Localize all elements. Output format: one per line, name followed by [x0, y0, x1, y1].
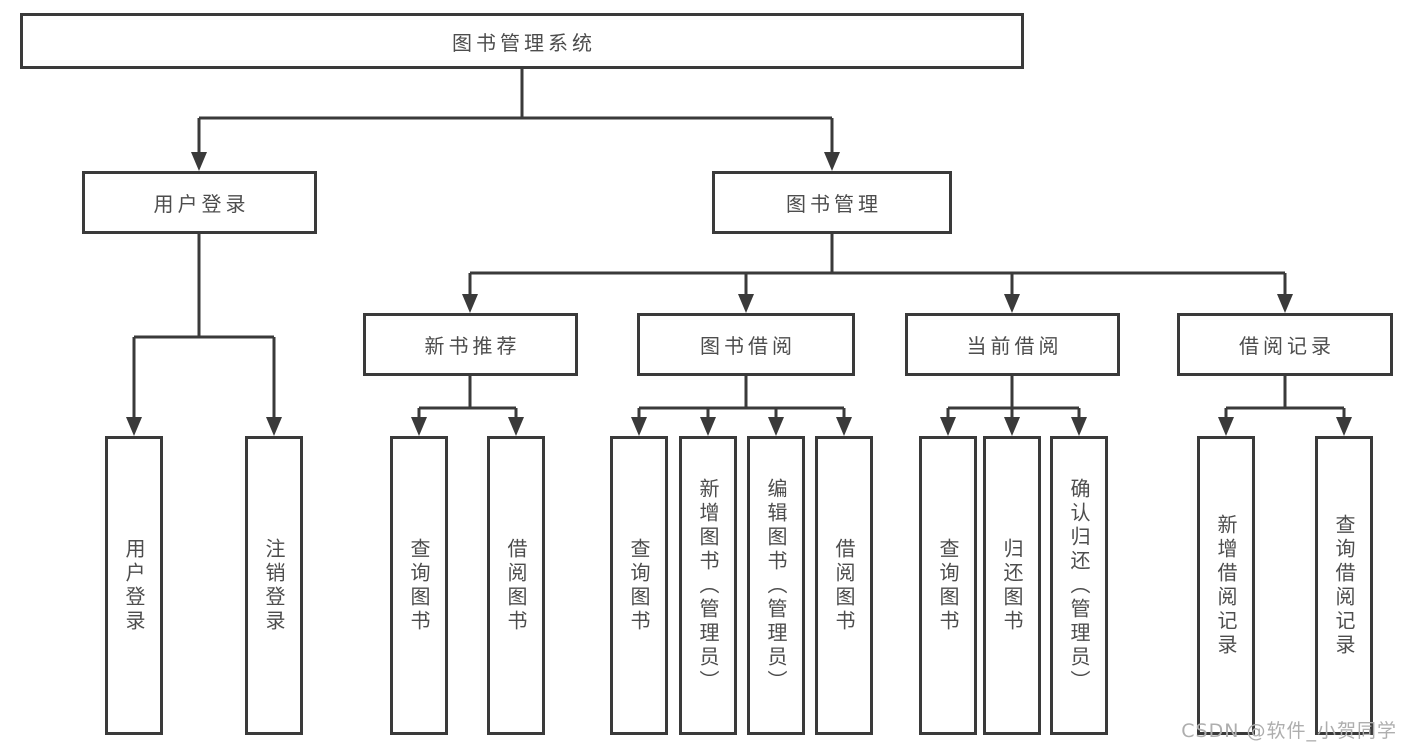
connector-book-borrow-children	[631, 376, 852, 436]
leaf-user-login: 用户登录	[105, 436, 163, 735]
node-new-book-recommend-label: 新书推荐	[424, 334, 521, 358]
leaf-query-books-current: 查询图书	[919, 436, 977, 735]
leaf-query-books-current-label: 查询图书	[936, 537, 960, 634]
leaf-confirm-return-admin: 确认归还（管理员）	[1050, 436, 1108, 735]
leaf-logout: 注销登录	[245, 436, 303, 735]
node-current-borrow-label: 当前借阅	[966, 334, 1063, 358]
connector-user-login-children	[126, 234, 282, 436]
node-root: 图书管理系统	[20, 13, 1024, 69]
connector-new-book-children	[411, 376, 524, 436]
leaf-edit-book-admin-label: 编辑图书（管理员）	[764, 477, 788, 694]
connector-root-to-level2	[191, 69, 840, 171]
leaf-query-books-recommend-label: 查询图书	[407, 537, 431, 634]
leaf-borrow-books-recommend-label: 借阅图书	[504, 537, 528, 634]
csdn-watermark: CSDN @软件_小贺同学	[1181, 720, 1397, 742]
leaf-add-book-admin: 新增图书（管理员）	[679, 436, 737, 735]
leaf-query-borrow-record: 查询借阅记录	[1315, 436, 1373, 735]
connector-borrow-record-children	[1218, 376, 1352, 436]
node-book-mgmt-label: 图书管理	[786, 192, 882, 216]
leaf-query-borrow-record-label: 查询借阅记录	[1332, 513, 1356, 658]
leaf-borrow-books: 借阅图书	[815, 436, 873, 735]
node-new-book-recommend: 新书推荐	[363, 313, 578, 376]
node-book-borrow-label: 图书借阅	[700, 334, 796, 358]
node-borrow-record: 借阅记录	[1177, 313, 1393, 376]
leaf-confirm-return-admin-label: 确认归还（管理员）	[1067, 477, 1091, 694]
node-user-login: 用户登录	[82, 171, 317, 234]
leaf-return-book-label: 归还图书	[1000, 537, 1024, 634]
node-book-borrow: 图书借阅	[637, 313, 855, 376]
node-book-mgmt: 图书管理	[712, 171, 952, 234]
leaf-return-book: 归还图书	[983, 436, 1041, 735]
connector-current-borrow-children	[940, 376, 1087, 436]
leaf-logout-label: 注销登录	[262, 537, 286, 634]
leaf-query-books-borrow: 查询图书	[610, 436, 668, 735]
leaf-query-books-borrow-label: 查询图书	[627, 537, 651, 634]
leaf-borrow-books-recommend: 借阅图书	[487, 436, 545, 735]
leaf-edit-book-admin: 编辑图书（管理员）	[747, 436, 805, 735]
node-borrow-record-label: 借阅记录	[1239, 334, 1335, 358]
node-user-login-label: 用户登录	[153, 192, 250, 216]
leaf-add-borrow-record-label: 新增借阅记录	[1214, 513, 1238, 658]
node-root-label: 图书管理系统	[452, 30, 596, 55]
leaf-query-books-recommend: 查询图书	[390, 436, 448, 735]
leaf-user-login-label: 用户登录	[122, 537, 146, 634]
leaf-add-book-admin-label: 新增图书（管理员）	[696, 477, 720, 694]
node-current-borrow: 当前借阅	[905, 313, 1120, 376]
leaf-borrow-books-label: 借阅图书	[832, 537, 856, 634]
leaf-add-borrow-record: 新增借阅记录	[1197, 436, 1255, 735]
connector-book-mgmt-children	[462, 234, 1293, 313]
